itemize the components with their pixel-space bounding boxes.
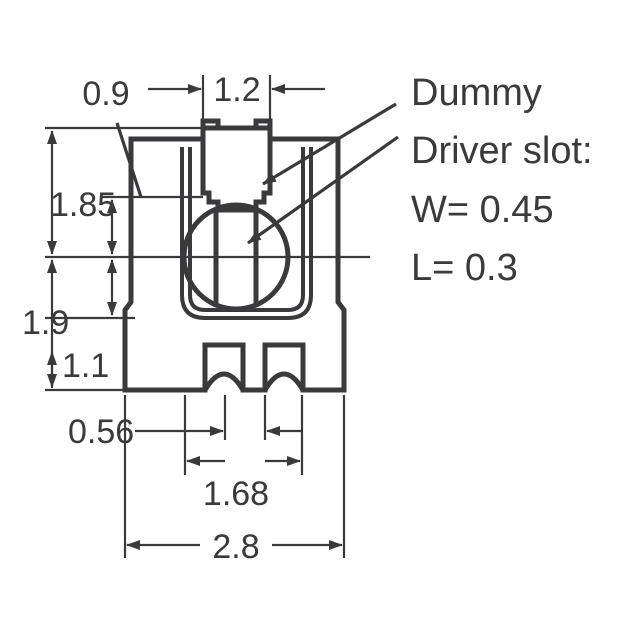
- dim-left-mid-label: 1.9: [22, 304, 69, 342]
- note-line-3: W= 0.45: [411, 189, 554, 231]
- dummy-tab: [200, 118, 273, 213]
- note-line-4: L= 0.3: [411, 247, 518, 289]
- notch-left: [202, 371, 246, 392]
- dim-bottom-overall-label: 2.8: [212, 528, 259, 566]
- dim-top-left-label: 0.9: [82, 75, 129, 113]
- note-line-1: Dummy: [411, 72, 542, 114]
- terminals: [202, 345, 306, 392]
- dim-left-lower-label: 1.1: [62, 347, 109, 385]
- dim-top-center-label: 1.2: [213, 71, 260, 109]
- leader-lines: [247, 102, 399, 245]
- notes-block: Dummy Driver slot: W= 0.45 L= 0.3: [411, 72, 593, 289]
- leader-driver-slot: [247, 135, 399, 245]
- dim-bottom-inner-label: 1.68: [203, 475, 269, 513]
- leader-dummy: [262, 102, 397, 186]
- notch-right: [262, 371, 306, 392]
- dim-left-upper-label: 1.85: [50, 186, 116, 224]
- leader-0_9: [115, 122, 143, 198]
- dim-bottom-pitch-label: 0.56: [68, 413, 134, 451]
- note-line-2: Driver slot:: [411, 130, 593, 172]
